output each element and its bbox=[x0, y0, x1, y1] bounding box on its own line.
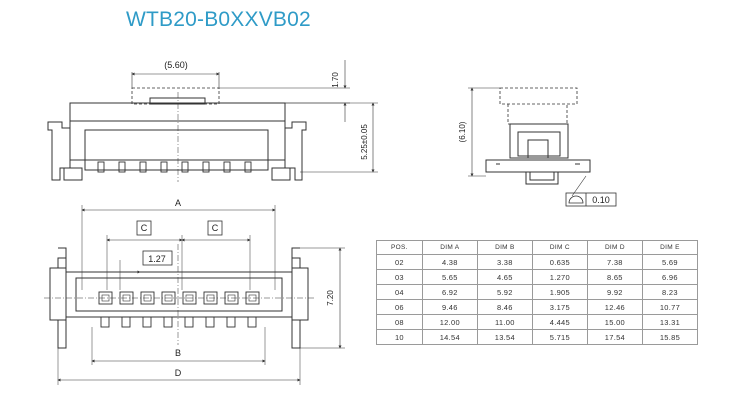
part-number-title: WTB20-B0XXVB02 bbox=[126, 8, 311, 31]
table-cell: 9.46 bbox=[421, 299, 478, 315]
table-cell: 1.905 bbox=[531, 284, 588, 300]
table-cell: 1.270 bbox=[531, 269, 588, 285]
table-cell: 08 bbox=[376, 314, 423, 330]
table-cell: 3.38 bbox=[476, 254, 533, 270]
table-row: 08 12.00 11.00 4.445 15.00 13.31 bbox=[376, 314, 699, 330]
side-height-dimension-label: (6.10) bbox=[458, 121, 467, 142]
table-cell: 06 bbox=[376, 299, 423, 315]
table-cell: 10.77 bbox=[641, 299, 699, 315]
dimension-c-left-label: C bbox=[141, 223, 148, 233]
dimension-a-label: A bbox=[175, 198, 181, 208]
front-view bbox=[47, 60, 378, 182]
table-row: 02 4.38 3.38 0.635 7.38 5.69 bbox=[376, 254, 699, 270]
table-cell: 12.46 bbox=[586, 299, 643, 315]
table-cell: 5.69 bbox=[641, 254, 699, 270]
table-row: 06 9.46 8.46 3.175 12.46 10.77 bbox=[376, 299, 699, 315]
table-header-row: POS. DIM A DIM B DIM C DIM D DIM E bbox=[376, 240, 699, 255]
column-header: DIM D bbox=[586, 240, 643, 255]
table-cell: 13.31 bbox=[641, 314, 699, 330]
total-height-dimension-label: 5.25±0.05 bbox=[360, 124, 369, 160]
table-cell: 03 bbox=[376, 269, 423, 285]
table-cell: 8.65 bbox=[586, 269, 643, 285]
table-cell: 0.635 bbox=[531, 254, 588, 270]
table-cell: 11.00 bbox=[476, 314, 533, 330]
top-height-dimension-label: 1.70 bbox=[331, 72, 340, 88]
plan-view bbox=[44, 205, 345, 385]
table-cell: 7.38 bbox=[586, 254, 643, 270]
column-header: DIM C bbox=[531, 240, 588, 255]
table-cell: 13.54 bbox=[476, 329, 533, 345]
table-cell: 8.46 bbox=[476, 299, 533, 315]
table-cell: 12.00 bbox=[421, 314, 478, 330]
table-cell: 3.175 bbox=[531, 299, 588, 315]
table-cell: 4.445 bbox=[531, 314, 588, 330]
dimension-d-label: D bbox=[175, 368, 182, 378]
table-cell: 4.65 bbox=[476, 269, 533, 285]
table-cell: 6.92 bbox=[421, 284, 478, 300]
table-cell: 4.38 bbox=[421, 254, 478, 270]
column-header: POS. bbox=[376, 240, 423, 255]
column-header: DIM B bbox=[476, 240, 533, 255]
table-cell: 15.00 bbox=[586, 314, 643, 330]
dimension-c-right-label: C bbox=[212, 223, 219, 233]
table-cell: 5.65 bbox=[421, 269, 478, 285]
dimension-table: POS. DIM A DIM B DIM C DIM D DIM E 02 4.… bbox=[376, 240, 699, 345]
pitch-label: 1.27 bbox=[148, 254, 166, 264]
table-cell: 9.92 bbox=[586, 284, 643, 300]
column-header: DIM E bbox=[641, 240, 699, 255]
table-cell: 10 bbox=[376, 329, 423, 345]
table-cell: 5.715 bbox=[531, 329, 588, 345]
table-cell: 5.92 bbox=[476, 284, 533, 300]
column-header: DIM A bbox=[421, 240, 478, 255]
table-cell: 14.54 bbox=[421, 329, 478, 345]
table-row: 04 6.92 5.92 1.905 9.92 8.23 bbox=[376, 284, 699, 300]
table-cell: 04 bbox=[376, 284, 423, 300]
width-dimension-label: (5.60) bbox=[164, 60, 188, 70]
table-cell: 6.96 bbox=[641, 269, 699, 285]
table-cell: 15.85 bbox=[641, 329, 699, 345]
flatness-tolerance-value: 0.10 bbox=[592, 195, 610, 205]
table-cell: 8.23 bbox=[641, 284, 699, 300]
table-row: 03 5.65 4.65 1.270 8.65 6.96 bbox=[376, 269, 699, 285]
table-cell: 17.54 bbox=[586, 329, 643, 345]
side-view bbox=[468, 87, 617, 207]
table-cell: 02 bbox=[376, 254, 423, 270]
table-row: 10 14.54 13.54 5.715 17.54 15.85 bbox=[376, 329, 699, 345]
dimension-b-label: B bbox=[175, 348, 181, 358]
plan-height-dimension-label: 7.20 bbox=[326, 290, 335, 306]
